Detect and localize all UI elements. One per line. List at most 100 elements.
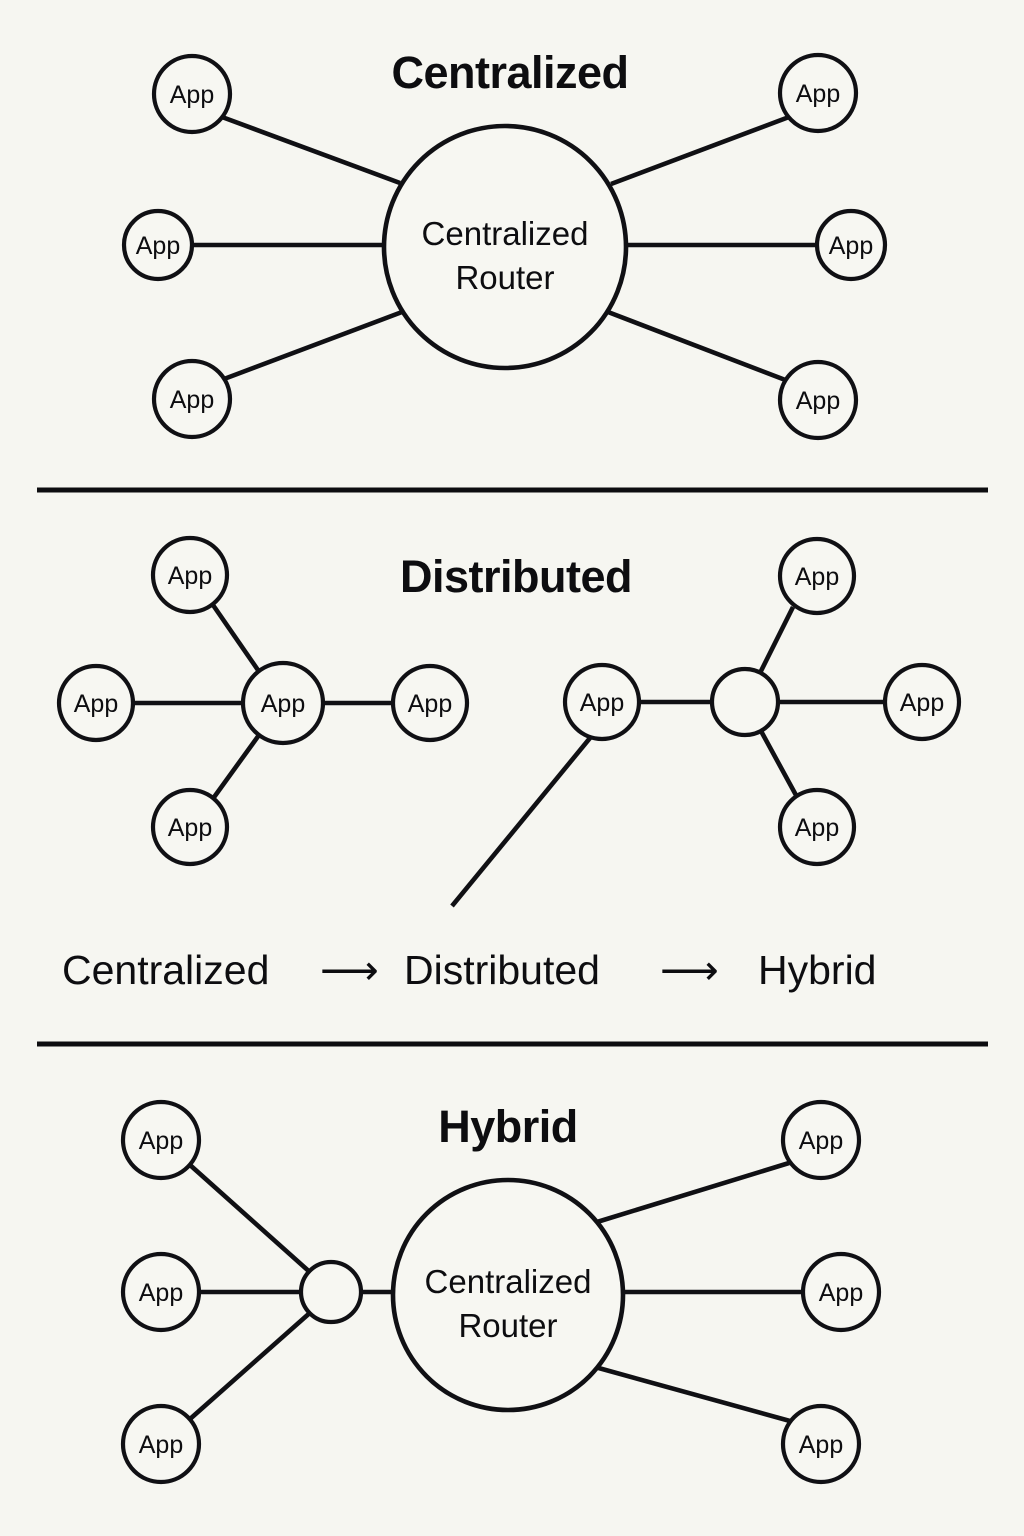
centralized-app-node[interactable]: App [151,358,233,440]
app-circle[interactable] [390,663,470,743]
app-label: App [74,690,118,718]
centralized-app-node[interactable]: App [777,359,859,441]
centralized-section-title: Centralized [391,47,628,98]
app-label: App [900,689,944,717]
distributed-app-node[interactable]: App [562,662,642,742]
app-label: App [829,232,873,260]
flow-step-hybrid: Hybrid [758,947,876,993]
distributed-left-cluster-edges [133,603,393,802]
distributed-left-hub-node[interactable]: App [240,660,326,746]
app-label: App [795,563,839,591]
distributed-app-node[interactable]: App [390,663,470,743]
app-circle[interactable] [151,358,233,440]
app-label: App [139,1127,183,1155]
distributed-app-node[interactable]: App [150,535,230,615]
hybrid-app-node[interactable]: App [120,1251,202,1333]
app-label: App [795,814,839,842]
edge-app-topleft-to-hub [188,1163,314,1276]
flow-step-centralized: Centralized [62,947,269,993]
app-circle[interactable] [120,1251,202,1333]
hybrid-edges [188,1160,803,1424]
centralized-app-node[interactable]: App [121,208,195,282]
app-label: App [170,386,214,414]
centralized-router-label-line1: Centralized [422,215,589,252]
app-circle[interactable] [780,1403,862,1485]
distributed-section-title: Distributed [400,551,632,602]
section-centralized: Centralized Router Centralized App App A… [121,47,888,441]
hybrid-app-node[interactable]: App [120,1099,202,1181]
app-circle[interactable] [780,1099,862,1181]
distributed-app-node[interactable]: App [777,787,857,867]
centralized-router-label-line2: Router [455,259,554,296]
app-label: App [796,387,840,415]
app-circle[interactable] [882,662,962,742]
flow-step-distributed: Distributed [404,947,600,993]
distributed-app-node[interactable]: App [777,536,857,616]
flow-caption: Centralized ⟶ Distributed ⟶ Hybrid [62,947,876,993]
app-circle[interactable] [800,1251,882,1333]
app-circle[interactable] [120,1403,202,1485]
distributed-app-node[interactable]: App [150,787,230,867]
flow-arrow-2-icon: ⟶ [660,947,719,993]
centralized-router-node[interactable] [381,123,629,371]
app-label: App [168,814,212,842]
edge-app4-to-router [610,114,790,187]
app-label: App [261,690,305,718]
app-circle[interactable] [777,52,859,134]
edge-app-top-to-hub [211,603,262,675]
centralized-app-node[interactable]: App [814,208,888,282]
hybrid-router-label-line1: Centralized [425,1263,592,1300]
app-label: App [819,1279,863,1307]
app-circle[interactable] [150,787,230,867]
app-label: App [139,1431,183,1459]
distributed-right-hub-node[interactable] [709,666,781,738]
centralized-app-node[interactable]: App [777,52,859,134]
hybrid-app-node[interactable]: App [800,1251,882,1333]
app-circle[interactable] [240,660,326,746]
app-circle[interactable] [56,663,136,743]
hybrid-section-title: Hybrid [438,1101,578,1152]
edge-app-bottom-to-hub [758,729,800,799]
flow-arrow-1-icon: ⟶ [320,947,379,993]
edge-dangling-open-link [450,736,592,908]
distributed-app-node[interactable]: App [882,662,962,742]
app-label: App [136,232,180,260]
distributed-app-node[interactable]: App [56,663,136,743]
hybrid-app-node[interactable]: App [120,1403,202,1485]
distributed-right-cluster-edges [450,605,885,908]
app-label: App [139,1279,183,1307]
app-circle[interactable] [150,535,230,615]
app-label: App [799,1431,843,1459]
hybrid-router-node[interactable] [390,1177,626,1413]
app-label: App [580,689,624,717]
app-circle[interactable] [777,787,857,867]
app-label: App [170,81,214,109]
hybrid-router-label-line2: Router [458,1307,557,1344]
edge-app6-to-router [607,309,789,384]
app-label: App [408,690,452,718]
hybrid-local-hub-node[interactable] [298,1259,364,1325]
app-circle[interactable] [151,53,233,135]
app-label: App [796,80,840,108]
section-hybrid: Centralized Router Hybrid App App App Ap… [120,1099,882,1485]
edge-app3-to-router [223,309,403,382]
hybrid-app-node[interactable]: App [780,1403,862,1485]
edge-app-top-to-hub [757,605,796,675]
edge-router-to-app-topright [596,1160,790,1225]
app-label: App [168,562,212,590]
edge-app-bottom-to-hub [210,733,261,802]
app-circle[interactable] [814,208,888,282]
section-distributed: App App App App App [56,535,962,908]
edge-app-bottomleft-to-hub [188,1309,314,1421]
hybrid-app-node[interactable]: App [780,1099,862,1181]
edge-router-to-app-bottomright [594,1364,791,1424]
app-circle[interactable] [777,359,859,441]
centralized-app-node[interactable]: App [151,53,233,135]
app-circle[interactable] [777,536,857,616]
app-circle[interactable] [562,662,642,742]
app-circle[interactable] [120,1099,202,1181]
edge-app1-to-router [221,114,401,186]
app-circle[interactable] [121,208,195,282]
